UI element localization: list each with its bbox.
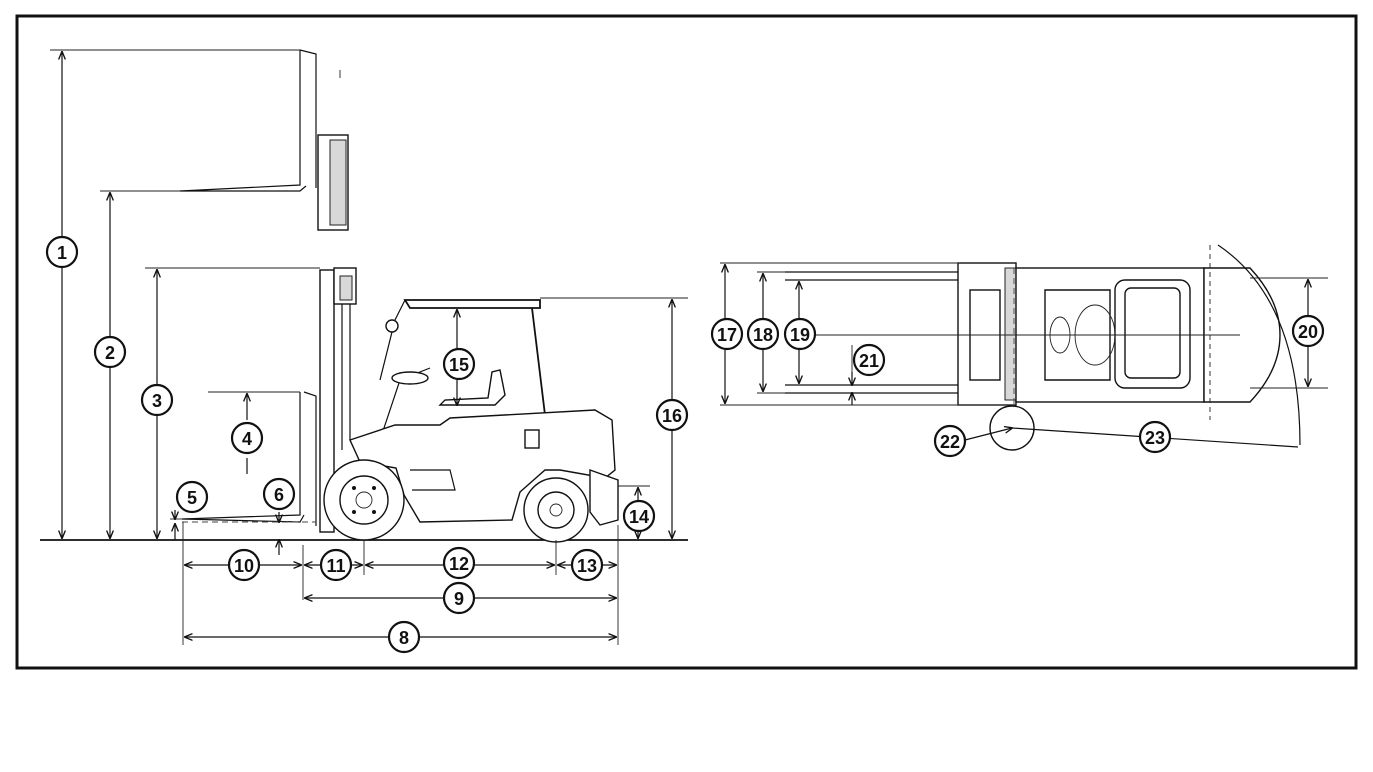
callout-number: 21 <box>859 351 879 371</box>
callout-11: 11 <box>319 548 353 582</box>
callout-number: 8 <box>399 628 409 648</box>
callout-circle <box>140 383 174 417</box>
callout-number: 20 <box>1298 322 1318 342</box>
callout-number: 14 <box>629 507 649 527</box>
callout-number: 5 <box>187 488 197 508</box>
callout-circle <box>262 477 296 511</box>
callout-number: 12 <box>449 554 469 574</box>
callout-number: 2 <box>105 343 115 363</box>
callout-circle <box>852 343 886 377</box>
callout-15: 15 <box>442 347 476 381</box>
callout-circle <box>746 317 780 351</box>
callout-12: 12 <box>442 546 476 580</box>
callout-number: 18 <box>753 325 773 345</box>
callout-22: 22 <box>933 424 967 458</box>
callout-10: 10 <box>227 548 261 582</box>
callout-circle <box>45 235 79 269</box>
callout-number: 1 <box>57 243 67 263</box>
callout-circle <box>227 548 261 582</box>
callout-number: 3 <box>152 391 162 411</box>
callout-number: 13 <box>577 556 597 576</box>
callout-circle <box>93 335 127 369</box>
side-view-drawing <box>40 49 688 543</box>
callout-number: 4 <box>242 429 252 449</box>
callout-number: 6 <box>274 485 284 505</box>
callout-circle <box>933 424 967 458</box>
callout-number: 16 <box>662 406 682 426</box>
callout-circle <box>655 398 689 432</box>
callout-circle <box>710 317 744 351</box>
callout-1: 1 <box>45 235 79 269</box>
callout-4: 4 <box>230 421 264 455</box>
callout-8: 8 <box>387 620 421 654</box>
callout-number: 23 <box>1145 428 1165 448</box>
top-view-drawing <box>785 244 1328 451</box>
callout-number: 10 <box>234 556 254 576</box>
callout-number: 11 <box>326 556 345 576</box>
callout-circle <box>442 347 476 381</box>
callout-9: 9 <box>442 581 476 615</box>
callout-5: 5 <box>175 480 209 514</box>
callout-14: 14 <box>622 499 656 533</box>
callout-21: 21 <box>852 343 886 377</box>
callout-circle <box>442 546 476 580</box>
callout-circle <box>622 499 656 533</box>
callout-circle <box>570 548 604 582</box>
callout-circle <box>783 317 817 351</box>
callout-3: 3 <box>140 383 174 417</box>
callout-circle <box>230 421 264 455</box>
callout-number: 19 <box>790 325 810 345</box>
callout-20: 20 <box>1291 314 1325 348</box>
callout-circle <box>175 480 209 514</box>
callout-18: 18 <box>746 317 780 351</box>
callout-number: 9 <box>454 589 464 609</box>
callout-23: 23 <box>1138 420 1172 454</box>
callout-circle <box>1291 314 1325 348</box>
callout-13: 13 <box>570 548 604 582</box>
callout-2: 2 <box>93 335 127 369</box>
callout-circle <box>1138 420 1172 454</box>
callout-circle <box>387 620 421 654</box>
callout-6: 6 <box>262 477 296 511</box>
callout-number: 17 <box>717 325 737 345</box>
callout-19: 19 <box>783 317 817 351</box>
callout-circle <box>319 548 353 582</box>
callout-17: 17 <box>710 317 744 351</box>
callout-circle <box>442 581 476 615</box>
callout-16: 16 <box>655 398 689 432</box>
diagram-border <box>15 14 1358 670</box>
callout-number: 15 <box>449 355 469 375</box>
callout-number: 22 <box>940 432 960 452</box>
